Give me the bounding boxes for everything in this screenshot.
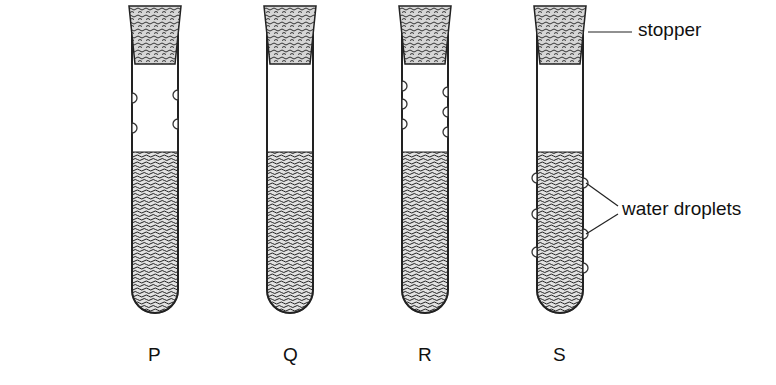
leader-line: [588, 31, 632, 32]
water-droplet: [132, 123, 137, 133]
water-droplet: [443, 127, 448, 137]
water-droplet: [443, 87, 448, 97]
test-tube: [264, 6, 316, 313]
tube-letter: S: [553, 345, 566, 366]
leader-line: [586, 214, 618, 234]
water-droplet: [173, 119, 178, 129]
test-tube: [129, 6, 181, 313]
tube-letter: R: [418, 345, 432, 366]
liquid: [132, 152, 178, 313]
water-droplet: [132, 93, 137, 103]
water-droplet: [583, 263, 588, 273]
water-droplet: [402, 81, 407, 91]
tube-letter: Q: [283, 345, 298, 366]
stopper: [534, 6, 586, 64]
water-droplet: [583, 229, 588, 239]
water-droplet: [532, 209, 537, 219]
stopper: [264, 6, 316, 64]
part-label: stopper: [638, 20, 701, 41]
water-droplet: [173, 90, 178, 100]
stopper: [129, 6, 181, 64]
water-droplet: [583, 178, 588, 188]
part-label: water droplets: [622, 199, 741, 220]
water-droplet: [532, 247, 537, 257]
water-droplet: [402, 119, 407, 129]
water-droplet: [402, 99, 407, 109]
tube-letter: P: [148, 345, 161, 366]
liquid: [537, 152, 583, 313]
stopper: [399, 6, 451, 64]
test-tube: [534, 6, 586, 313]
water-droplet: [532, 173, 537, 183]
water-droplet: [443, 107, 448, 117]
liquid: [267, 152, 313, 313]
test-tube: [399, 6, 451, 313]
liquid: [402, 152, 448, 313]
leader-line: [586, 183, 618, 206]
